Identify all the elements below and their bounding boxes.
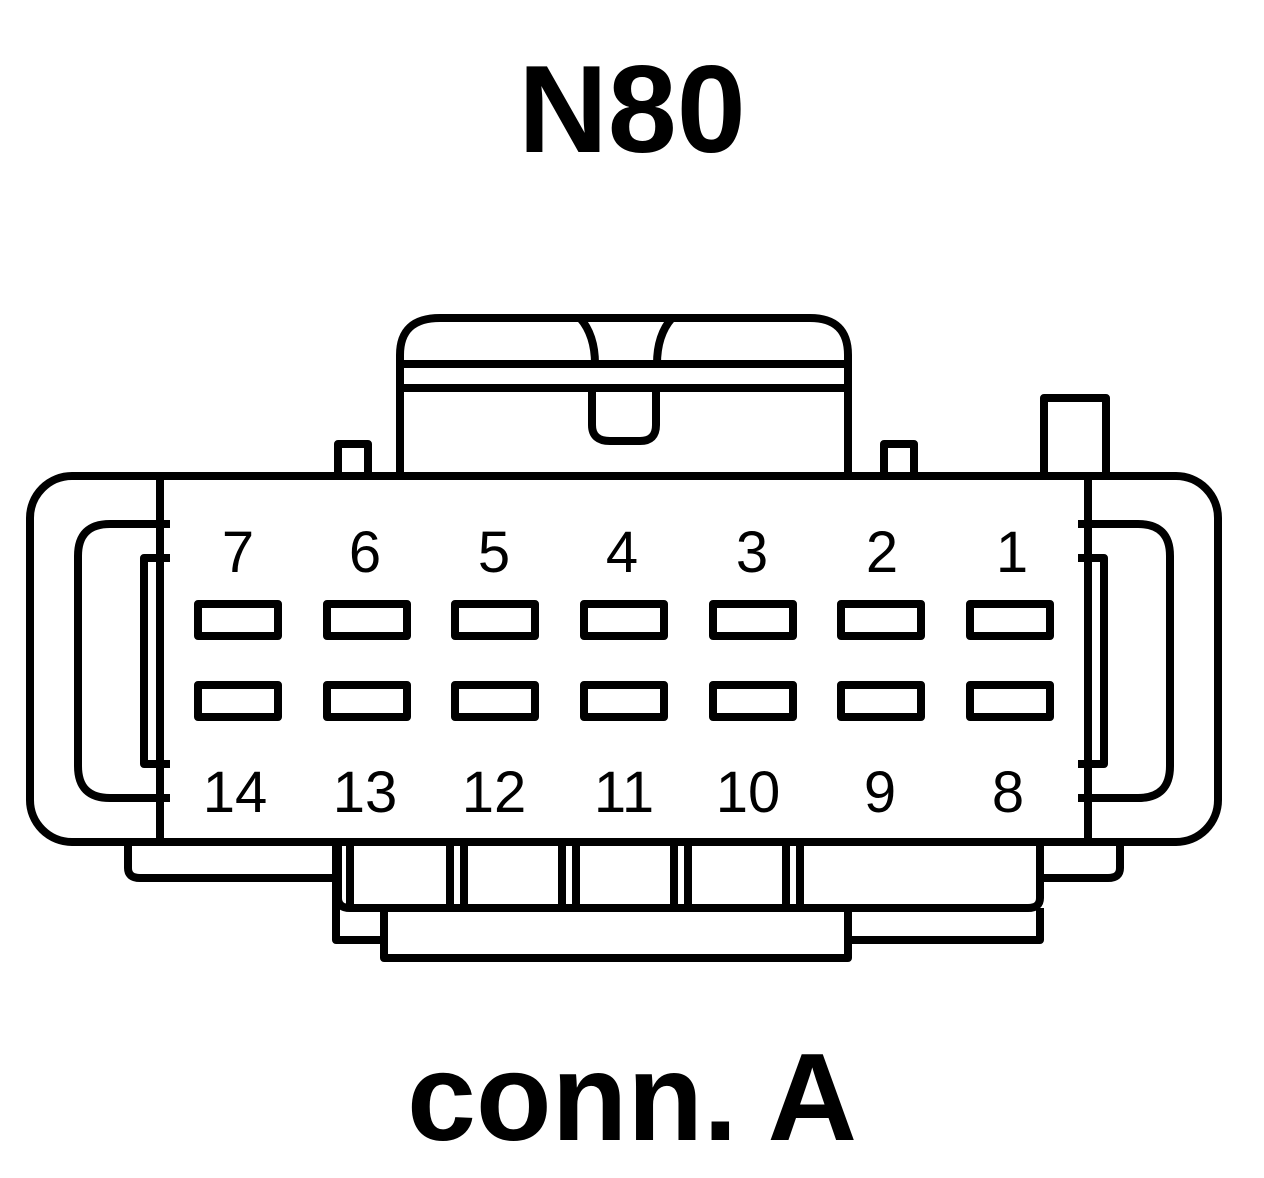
pin-number: 11: [594, 760, 654, 825]
bottom-lock-base: [332, 842, 384, 944]
pin-cavity: [966, 600, 1054, 640]
bottom-plate: [380, 904, 852, 962]
left-clip-inner: [140, 554, 170, 768]
pin-cavity: [194, 681, 282, 721]
pin-number: 1: [996, 520, 1028, 585]
pin-number: 7: [222, 520, 254, 585]
latch-notch: [653, 315, 676, 365]
connector-body: [26, 472, 1222, 846]
pin-number: 13: [333, 760, 398, 825]
bottom-skirt: [1040, 842, 1124, 882]
pin-cavity: [580, 681, 668, 721]
pin-number: 10: [716, 760, 781, 825]
pin-number: 4: [606, 520, 638, 585]
pin-number: 14: [203, 760, 268, 825]
right-clip-inner: [1078, 554, 1108, 768]
pin-cavity: [966, 681, 1054, 721]
connector-label: conn. A: [406, 1029, 858, 1167]
top-peg: [880, 440, 918, 480]
pin-cavity: [837, 600, 925, 640]
pin-cavity: [709, 681, 797, 721]
pin-cavity: [451, 681, 539, 721]
latch-tab: [588, 388, 660, 445]
right-clip: [1078, 520, 1174, 802]
connector-id-title: N80: [518, 41, 746, 179]
pin-cavity: [451, 600, 539, 640]
pin-cavity: [837, 681, 925, 721]
pin-cavity: [323, 681, 411, 721]
pin-cavity: [194, 600, 282, 640]
pin-number: 6: [349, 520, 381, 585]
pin-number: 5: [478, 520, 510, 585]
pin-cavity: [580, 600, 668, 640]
pin-cavity: [709, 600, 797, 640]
bottom-lock-base: [848, 908, 1044, 944]
pin-number: 12: [462, 760, 527, 825]
pin-cavity: [323, 600, 411, 640]
pin-number: 8: [992, 760, 1024, 825]
bottom-skirt: [124, 842, 338, 882]
left-clip: [74, 520, 170, 802]
top-latch: [396, 314, 852, 476]
latch-notch: [576, 315, 599, 365]
pin-number: 9: [864, 760, 896, 825]
top-peg: [334, 440, 372, 480]
pin-number: 3: [736, 520, 768, 585]
top-peg-tall: [1040, 394, 1110, 480]
pin-number: 2: [866, 520, 898, 585]
